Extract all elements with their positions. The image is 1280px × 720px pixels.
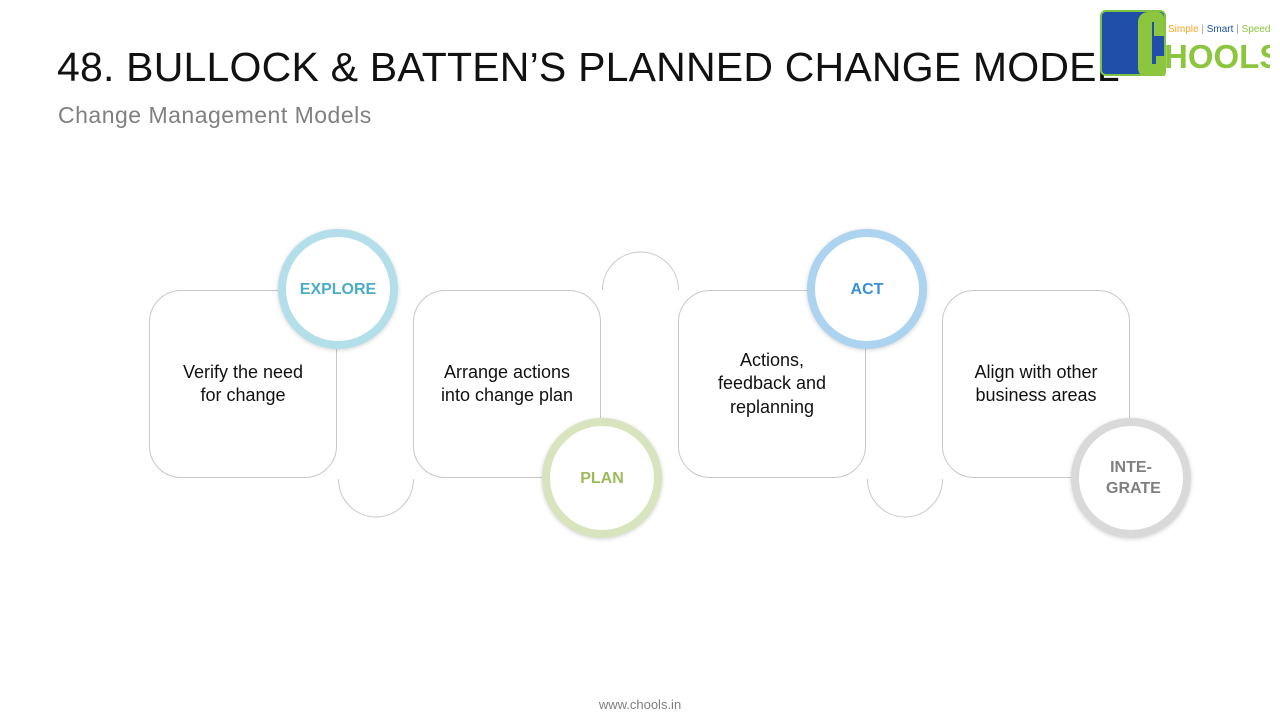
step-description: Actions, feedback and replanning [717, 349, 827, 417]
step-description: Verify the need for change [182, 361, 304, 406]
connector-arc [602, 251, 679, 291]
page-subtitle: Change Management Models [58, 102, 372, 128]
step-label: ACT [850, 280, 884, 298]
page-title: 48. BULLOCK & BATTEN’S PLANNED CHANGE MO… [57, 44, 1120, 90]
step-description: Arrange actions into change plan [440, 361, 574, 406]
step-label: EXPLORE [299, 280, 377, 298]
svg-text:HOOLS: HOOLS [1164, 38, 1270, 75]
step-circle-explore: EXPLORE [278, 229, 398, 349]
step-label: PLAN [580, 469, 624, 487]
step-description: Align with other business areas [974, 361, 1098, 406]
step-label: INTE-GRATE [1106, 459, 1161, 497]
connector-arc [867, 478, 943, 518]
svg-text:Simple | Smart | Speed: Simple | Smart | Speed [1168, 24, 1270, 35]
step-circle-act: ACT [807, 229, 927, 349]
footer-url: www.chools.in [598, 697, 682, 712]
step-card-act: Actions, feedback and replanning [678, 290, 866, 478]
step-circle-plan: PLAN [542, 418, 662, 538]
connector-arc [338, 478, 414, 518]
chools-logo: Simple | Smart | Speed HOOLS [1100, 10, 1270, 76]
step-circle-integrate: INTE-GRATE [1071, 418, 1191, 538]
